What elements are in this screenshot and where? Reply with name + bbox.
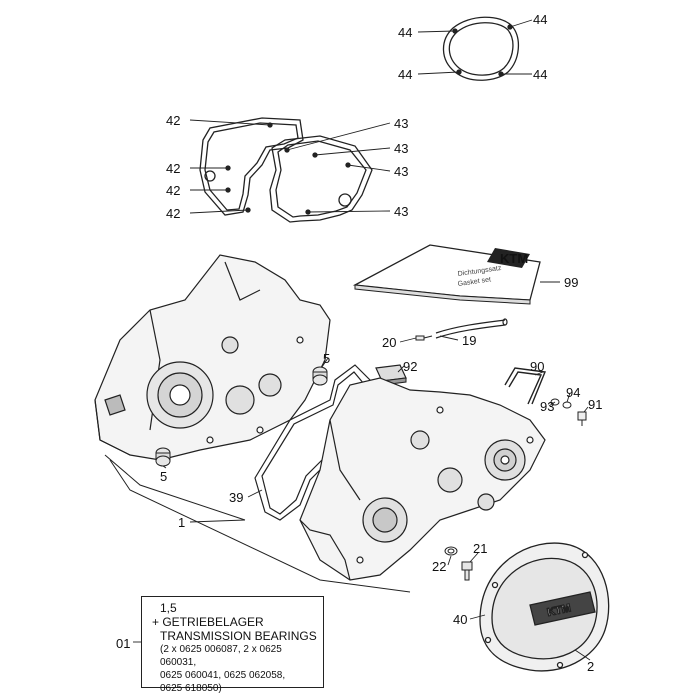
parts-note-box: 1,5 + GETRIEBELAGER TRANSMISSION BEARING… bbox=[141, 596, 324, 694]
o-ring-94 bbox=[562, 401, 572, 409]
callout-94: 94 bbox=[566, 385, 580, 400]
callout-43: 43 bbox=[394, 164, 408, 179]
callout-2: 2 bbox=[587, 659, 594, 674]
note-line-en: TRANSMISSION BEARINGS bbox=[160, 629, 317, 643]
note-part-line: (2 x 0625 006087, 2 x 0625 060031, bbox=[160, 644, 282, 668]
callout-39: 39 bbox=[229, 490, 243, 505]
svg-text:KTM: KTM bbox=[500, 251, 528, 266]
callout-44: 44 bbox=[533, 67, 547, 82]
callout-92: 92 bbox=[403, 359, 417, 374]
crankcase-gasket-set bbox=[199, 117, 373, 223]
note-part-line: 0625 618050) bbox=[160, 683, 222, 694]
callout-1: 1 bbox=[178, 515, 185, 530]
leader-lines bbox=[133, 19, 591, 661]
callout-43: 43 bbox=[394, 116, 408, 131]
callout-40: 40 bbox=[453, 612, 467, 627]
ktm-logo: KTM bbox=[487, 248, 530, 268]
breather-hose bbox=[435, 318, 508, 339]
callout-42: 42 bbox=[166, 206, 180, 221]
callout-43: 43 bbox=[394, 141, 408, 156]
callout-90: 90 bbox=[530, 359, 544, 374]
callout-91: 91 bbox=[588, 397, 602, 412]
callout-93: 93 bbox=[540, 399, 554, 414]
cover-ktm-logo: KTM bbox=[546, 602, 572, 619]
bearing-5-upper bbox=[312, 366, 328, 386]
callout-5: 5 bbox=[160, 469, 167, 484]
note-line-de: + GETRIEBELAGER bbox=[152, 615, 264, 629]
bracket-90 bbox=[504, 367, 546, 405]
assembly-bracket-1 bbox=[104, 454, 411, 593]
note-qty: 1,5 bbox=[160, 601, 177, 615]
callout-21: 21 bbox=[473, 541, 487, 556]
right-crankcase-half bbox=[299, 377, 546, 581]
screw-20 bbox=[415, 335, 433, 341]
gasket-set-package: KTM Dichtungssatz Gasket set bbox=[352, 244, 541, 305]
callout-44: 44 bbox=[533, 12, 547, 27]
ignition-cover-gasket bbox=[442, 16, 519, 81]
left-crankcase-half bbox=[94, 254, 331, 461]
callout-43: 43 bbox=[394, 204, 408, 219]
callout-20: 20 bbox=[382, 335, 396, 350]
callout-42: 42 bbox=[166, 161, 180, 176]
callout-labels: 44 44 44 44 42 42 42 42 43 43 43 43 99 2… bbox=[160, 12, 602, 674]
note-id: 01 bbox=[116, 636, 131, 651]
callout-44: 44 bbox=[398, 67, 412, 82]
ignition-cover: KTM bbox=[479, 542, 610, 672]
callout-42: 42 bbox=[166, 183, 180, 198]
callout-19: 19 bbox=[462, 333, 476, 348]
bearing-5-lower bbox=[155, 447, 171, 467]
note-part-line: 0625 060041, 0625 062058, bbox=[160, 670, 286, 681]
callout-5: 5 bbox=[323, 351, 330, 366]
drain-plug-21 bbox=[461, 561, 473, 581]
callout-99: 99 bbox=[564, 275, 578, 290]
screw-91 bbox=[577, 411, 587, 426]
callout-42: 42 bbox=[166, 113, 180, 128]
callout-22: 22 bbox=[432, 559, 446, 574]
washer-22 bbox=[444, 546, 458, 556]
sticker-text-line2: Gasket set bbox=[457, 276, 491, 288]
callout-44: 44 bbox=[398, 25, 412, 40]
